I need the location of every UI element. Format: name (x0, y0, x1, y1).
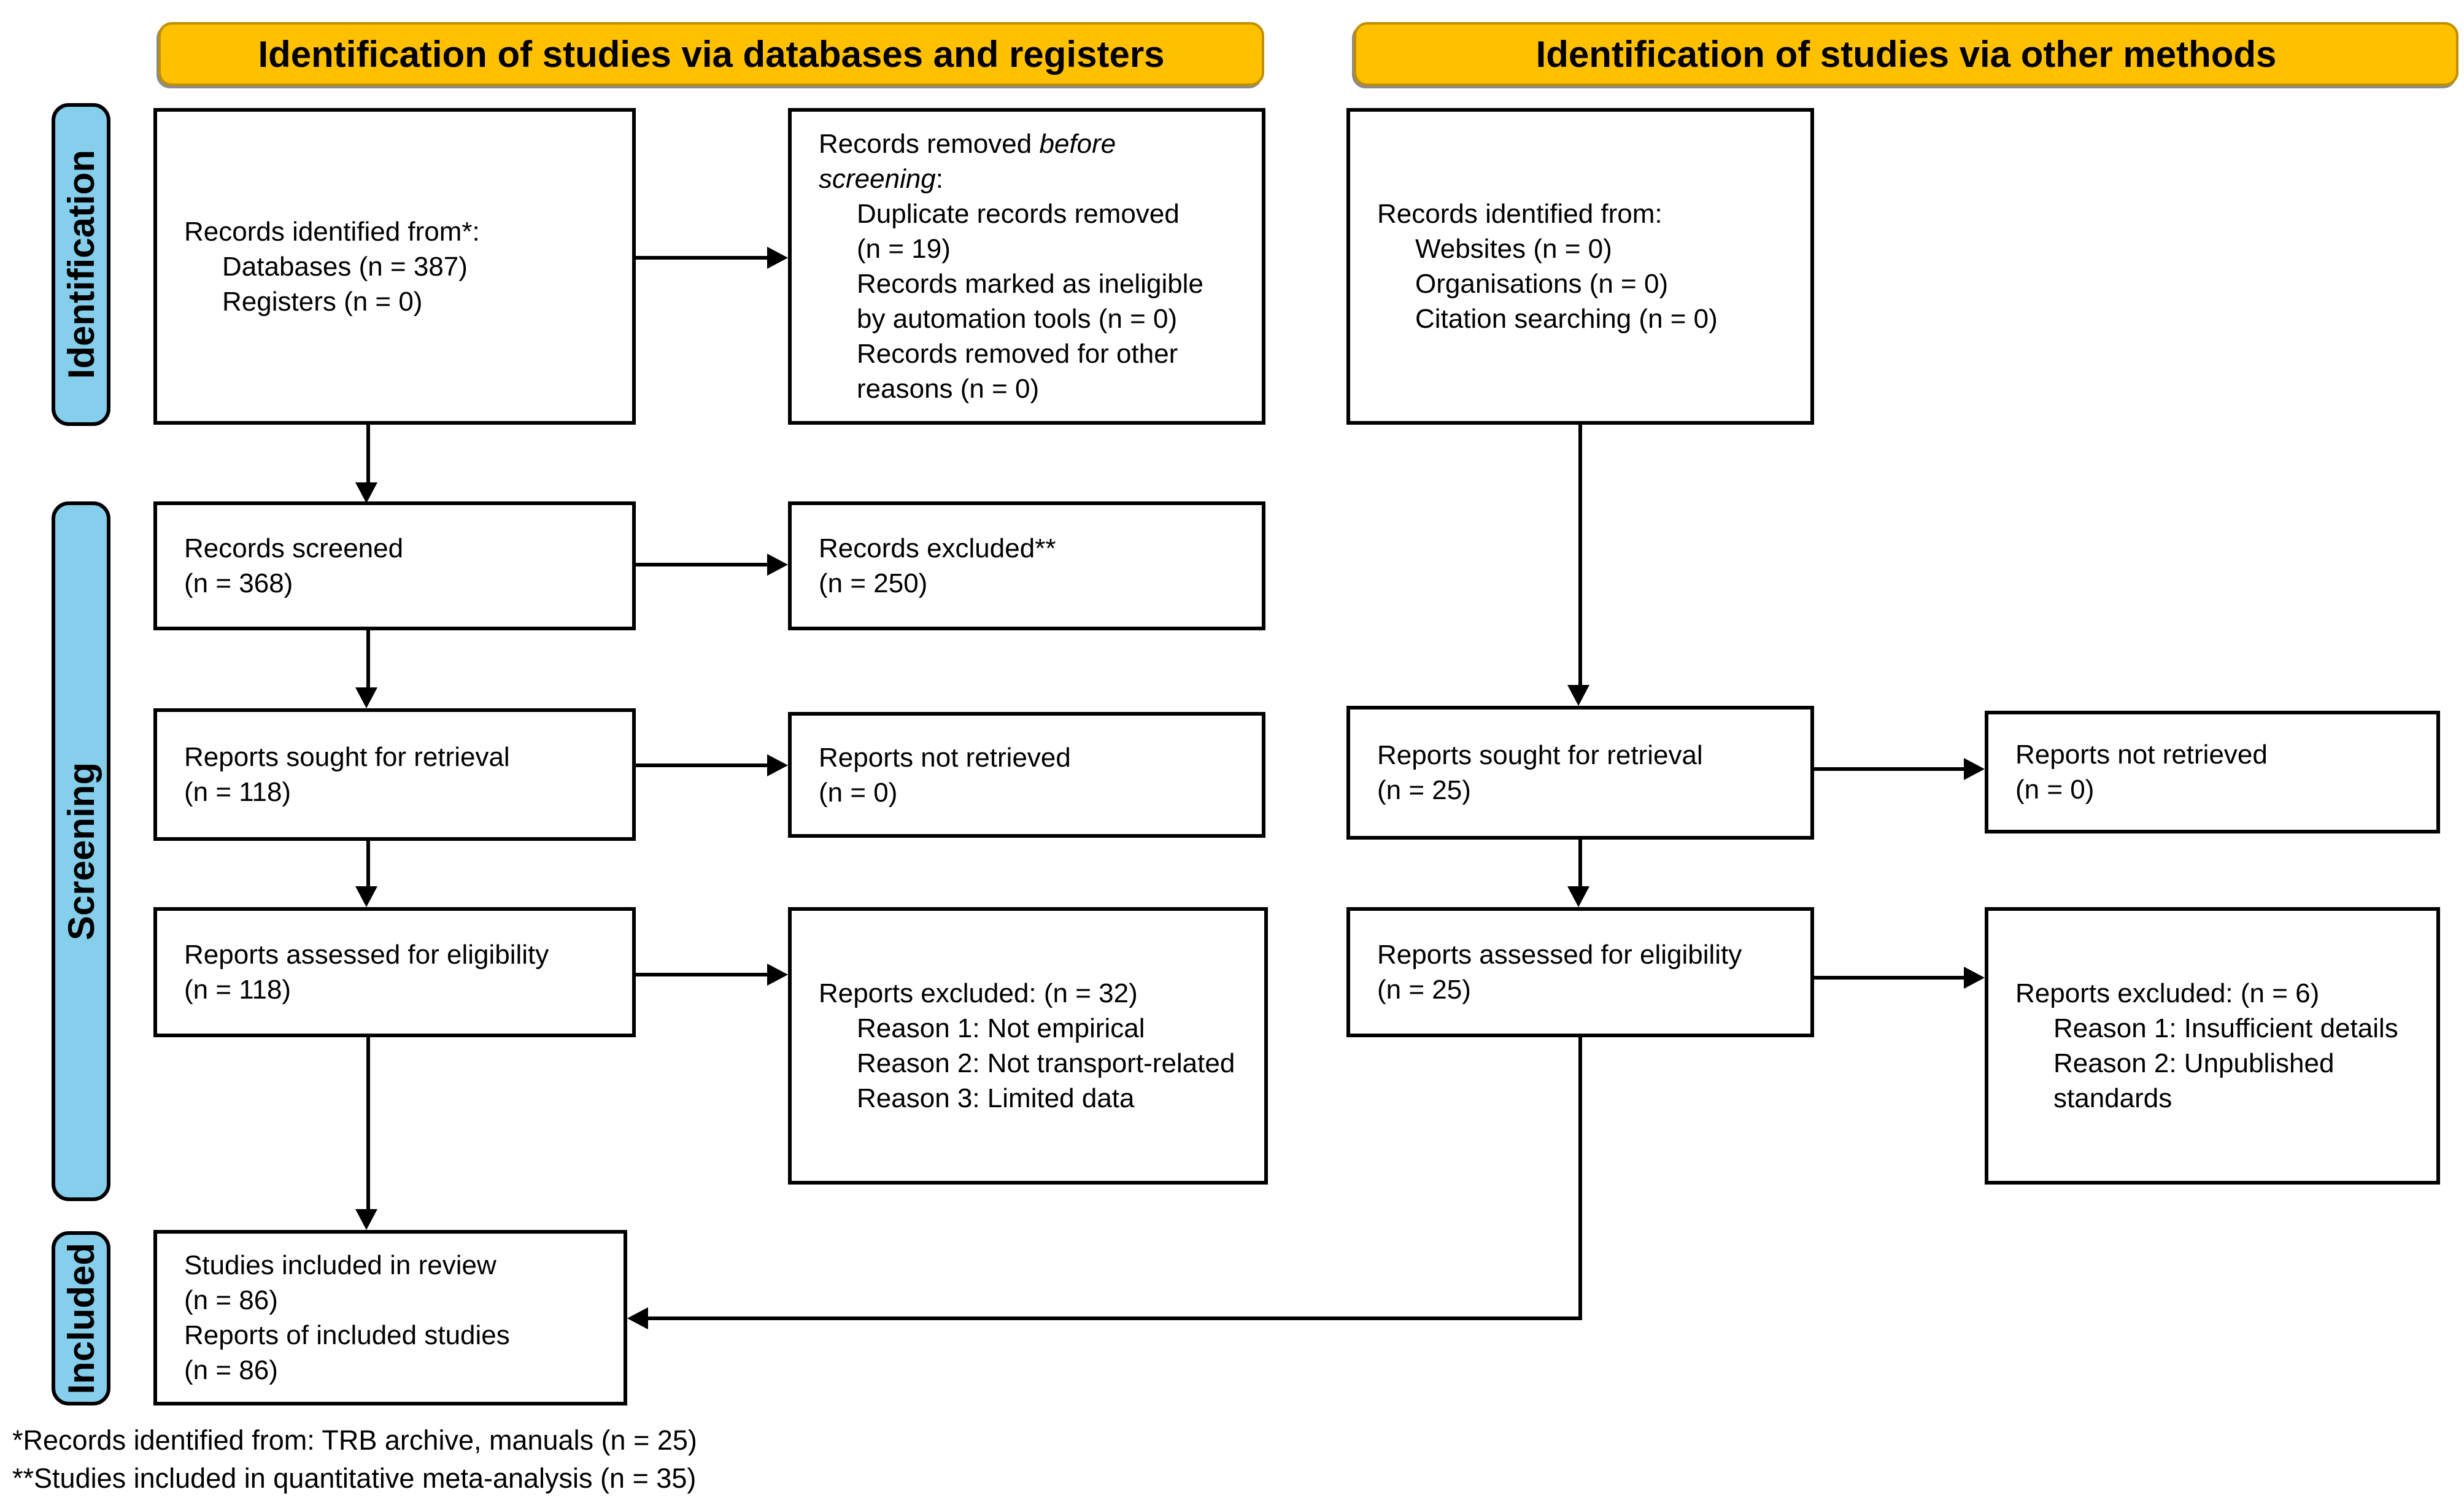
box-title: Records identified from*: (184, 216, 480, 247)
stage-label: Included (60, 1242, 102, 1394)
arrow-identified-to-removed (636, 256, 767, 260)
box-records-identified-other: Records identified from: Websites (n = 0… (1346, 108, 1814, 425)
box-records-removed-before-screening: Records removed before screening: Duplic… (788, 108, 1265, 425)
box-line: Records excluded** (819, 533, 1056, 563)
box-line: (n = 25) (1377, 775, 1471, 805)
box-line: Reports not retrieved (2015, 740, 2268, 770)
arrowhead-right-icon (767, 247, 788, 269)
box-reports-sought-other: Reports sought for retrieval (n = 25) (1346, 706, 1814, 840)
box-line: standards (2053, 1083, 2172, 1113)
arrow-assessed-other-to-excluded (1814, 976, 1964, 980)
arrow-assessed-to-excluded (636, 973, 767, 976)
banner-other-methods: Identification of studies via other meth… (1354, 22, 2458, 86)
box-line: (n = 118) (184, 975, 292, 1005)
box-records-excluded: Records excluded** (n = 250) (788, 501, 1265, 630)
arrow-sought-other-to-assessed (1578, 840, 1582, 886)
arrowhead-right-icon (1964, 967, 1985, 989)
arrow-sought-to-not-retrieved (636, 764, 767, 767)
arrow-assessed-other-elbow-horizontal (648, 1316, 1582, 1320)
stage-label: Screening (60, 762, 102, 941)
arrow-other-identified-to-sought (1578, 425, 1582, 685)
box-line: Reports assessed for eligibility (184, 940, 549, 970)
box-records-screened: Records screened (n = 368) (153, 501, 636, 630)
box-reports-not-retrieved-other: Reports not retrieved (n = 0) (1985, 711, 2440, 833)
box-line: reasons (n = 0) (857, 374, 1040, 404)
footnote-studies: **Studies included in quantitative meta-… (12, 1463, 697, 1494)
box-title: Reports excluded: (n = 32) (819, 978, 1138, 1008)
box-line: (n = 19) (857, 234, 951, 264)
box-line: Reason 3: Limited data (857, 1083, 1135, 1113)
box-line: Reason 2: Unpublished (2053, 1048, 2335, 1078)
banner-databases-registers: Identification of studies via databases … (158, 22, 1264, 86)
arrow-screened-to-excluded (636, 563, 767, 566)
arrow-sought-other-to-not-retrieved (1814, 767, 1964, 771)
arrow-sought-to-assessed (366, 841, 370, 886)
box-reports-assessed-other: Reports assessed for eligibility (n = 25… (1346, 907, 1814, 1037)
arrowhead-down-icon (355, 482, 377, 503)
stage-included: Included (52, 1231, 110, 1405)
box-line: Reports assessed for eligibility (1377, 940, 1742, 970)
box-reports-sought-databases: Reports sought for retrieval (n = 118) (153, 708, 636, 841)
box-line: Reports sought for retrieval (1377, 740, 1703, 770)
box-title-line2: screening: (819, 164, 944, 194)
box-title: Reports excluded: (n = 6) (2015, 978, 2320, 1008)
box-line: Organisations (n = 0) (1415, 269, 1669, 299)
box-line: (n = 86) (184, 1285, 278, 1315)
arrow-identified-to-screened (366, 425, 370, 482)
box-line: Citation searching (n = 0) (1415, 304, 1718, 334)
arrowhead-down-icon (355, 886, 377, 907)
box-line: Duplicate records removed (857, 199, 1180, 229)
arrowhead-right-icon (767, 554, 788, 576)
box-reports-assessed-databases: Reports assessed for eligibility (n = 11… (153, 907, 636, 1037)
box-studies-included: Studies included in review (n = 86) Repo… (153, 1230, 627, 1405)
box-line: (n = 0) (2015, 775, 2095, 805)
arrow-screened-to-sought (366, 630, 370, 687)
box-line: Records marked as ineligible (857, 269, 1203, 299)
box-line: Registers (n = 0) (222, 286, 423, 317)
arrowhead-right-icon (767, 754, 788, 776)
box-line: (n = 86) (184, 1355, 278, 1385)
stage-label: Identification (60, 150, 102, 379)
box-line: Records screened (184, 533, 404, 563)
box-title: Records removed before (819, 129, 1116, 159)
box-line: (n = 368) (184, 568, 293, 598)
arrowhead-left-icon (627, 1307, 648, 1329)
arrowhead-down-icon (355, 687, 377, 708)
arrow-assessed-other-elbow-vertical (1578, 1037, 1582, 1320)
arrow-assessed-to-included (366, 1037, 370, 1209)
box-line: Studies included in review (184, 1250, 496, 1280)
stage-screening: Screening (52, 501, 110, 1201)
box-line: Websites (n = 0) (1415, 234, 1612, 264)
box-title: Records identified from: (1377, 199, 1663, 229)
box-reports-not-retrieved-databases: Reports not retrieved (n = 0) (788, 712, 1265, 838)
box-line: (n = 118) (184, 777, 292, 807)
box-reports-excluded-other: Reports excluded: (n = 6) Reason 1: Insu… (1985, 907, 2440, 1185)
box-reports-excluded-databases: Reports excluded: (n = 32) Reason 1: Not… (788, 907, 1268, 1185)
arrowhead-right-icon (767, 964, 788, 986)
arrowhead-down-icon (1567, 886, 1589, 907)
arrowhead-down-icon (355, 1209, 377, 1230)
box-line: Reason 1: Insufficient details (2053, 1013, 2398, 1043)
footnote-records: *Records identified from: TRB archive, m… (12, 1425, 697, 1456)
arrowhead-right-icon (1964, 758, 1985, 780)
box-line: by automation tools (n = 0) (857, 304, 1178, 334)
arrowhead-down-icon (1567, 685, 1589, 706)
box-line: Reports of included studies (184, 1320, 510, 1350)
box-line: (n = 0) (819, 777, 898, 808)
box-line: (n = 250) (819, 568, 928, 598)
box-line: Reports sought for retrieval (184, 742, 510, 772)
box-line: Databases (n = 387) (222, 251, 468, 282)
box-line: Reports not retrieved (819, 742, 1071, 773)
footnotes: *Records identified from: TRB archive, m… (12, 1421, 697, 1498)
banner-label: Identification of studies via databases … (258, 33, 1165, 75)
stage-identification: Identification (52, 103, 110, 426)
banner-label: Identification of studies via other meth… (1535, 33, 2277, 75)
box-records-identified-databases: Records identified from*: Databases (n =… (153, 108, 636, 425)
box-line: Records removed for other (857, 339, 1178, 369)
box-line: Reason 2: Not transport-related (857, 1048, 1235, 1078)
box-line: (n = 25) (1377, 975, 1471, 1005)
box-line: Reason 1: Not empirical (857, 1013, 1145, 1043)
